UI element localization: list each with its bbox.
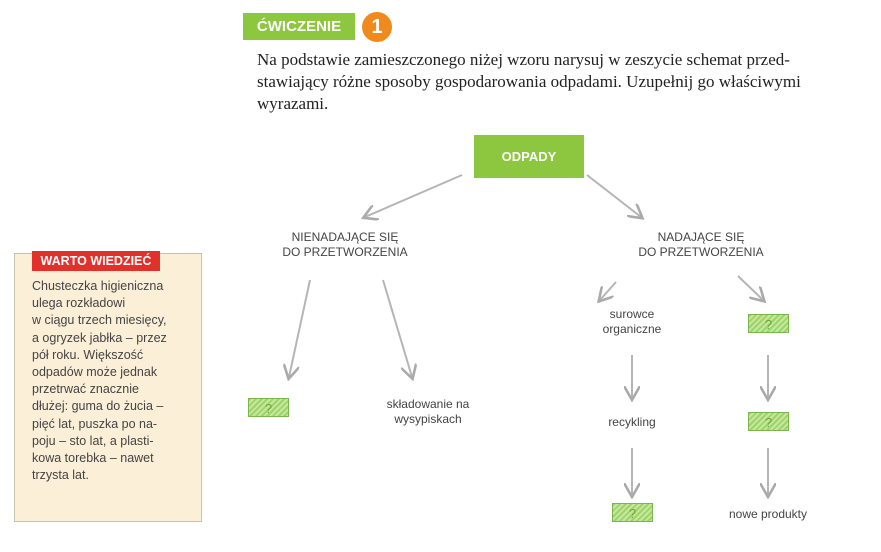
right-branch-title: NADAJĄCE SIĘ DO PRZETWORZENIA	[621, 230, 781, 260]
organic-label: surowce organiczne	[602, 307, 662, 336]
exercise-number: 1	[362, 12, 392, 42]
arrow	[382, 279, 412, 377]
info-box	[14, 253, 202, 522]
exercise-badge: ĆWICZENIE	[243, 13, 355, 40]
arrow	[600, 281, 617, 300]
new-products-label: nowe produkty	[728, 507, 808, 521]
title-line: DO PRZETWORZENIA	[282, 245, 408, 259]
arrow	[586, 174, 641, 217]
exercise-instruction: Na podstawie zamieszczonego niżej wzoru …	[257, 50, 801, 113]
info-text: Chusteczka higieniczna ulega rozkładowi …	[32, 279, 167, 483]
info-label: WARTO WIEDZIEĆ	[32, 251, 160, 271]
title-line: DO PRZETWORZENIA	[638, 245, 764, 259]
blank-box: ?	[248, 398, 289, 417]
blank-box: ?	[748, 314, 789, 333]
blank-box: ?	[612, 503, 653, 522]
landfill-label: składowanie na wysypiskach	[386, 397, 470, 426]
left-branch-title: NIENADAJĄCE SIĘ DO PRZETWORZENIA	[265, 230, 425, 260]
arrow	[289, 279, 311, 377]
blank-box: ?	[748, 412, 789, 431]
root-node: ODPADY	[474, 135, 584, 178]
recycling-label: recykling	[608, 415, 656, 429]
arrow	[737, 275, 763, 300]
title-line: NADAJĄCE SIĘ	[657, 230, 745, 244]
title-line: NIENADAJĄCE SIĘ	[291, 230, 399, 244]
arrow	[365, 174, 463, 217]
